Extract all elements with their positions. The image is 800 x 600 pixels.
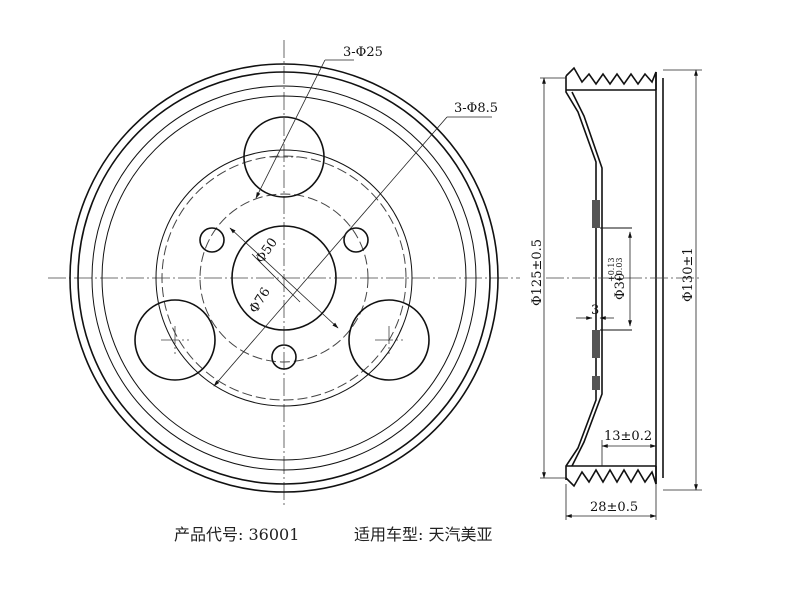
label-3-phi25: 3-Φ25 bbox=[343, 45, 383, 60]
large-hole-right bbox=[348, 299, 430, 381]
caption-product-code: 产品代号: 36001 bbox=[174, 525, 299, 544]
caption-vehicle: 适用车型: 天汽美亚 bbox=[354, 525, 492, 544]
leader-3-25 bbox=[255, 59, 326, 199]
small-hole-bottom bbox=[271, 344, 297, 370]
small-hole-left bbox=[199, 227, 225, 253]
label-phi30-upper-tol: +0.13 bbox=[607, 257, 616, 282]
dim-phi50-line bbox=[251, 253, 301, 303]
section-hatch-upper bbox=[592, 200, 600, 228]
outer-rim-inner-edge bbox=[77, 71, 491, 485]
bolt-circle-small bbox=[199, 193, 369, 363]
leader-3-8-5 bbox=[213, 116, 448, 387]
groove-line-inner bbox=[101, 95, 467, 461]
label-phi30: Φ30 bbox=[613, 273, 628, 300]
label-phi130: Φ130±1 bbox=[681, 247, 696, 302]
label-phi125: Φ125±0.5 bbox=[530, 239, 545, 306]
side-view bbox=[540, 66, 702, 520]
dim-phi76-line bbox=[229, 227, 339, 329]
small-hole-right bbox=[343, 227, 369, 253]
label-phi76: Φ76 bbox=[247, 285, 274, 316]
label-phi30-lower-tol: +0.03 bbox=[615, 257, 624, 282]
bolt-circle-large bbox=[161, 155, 407, 401]
large-hole-top bbox=[243, 116, 325, 198]
label-3-phi8-5: 3-Φ8.5 bbox=[454, 101, 498, 116]
groove-profile-top bbox=[565, 66, 657, 90]
large-hole-left bbox=[134, 299, 216, 381]
groove-profile-bottom bbox=[565, 466, 657, 488]
groove-line bbox=[91, 85, 477, 471]
label-width-28: 28±0.5 bbox=[590, 500, 638, 515]
label-phi50: Φ50 bbox=[253, 235, 281, 266]
label-depth-13: 13±0.2 bbox=[604, 429, 652, 444]
outer-rim bbox=[69, 63, 499, 493]
section-hatch-lower bbox=[592, 330, 600, 358]
label-offset-3: 3 bbox=[591, 303, 599, 318]
flange-circle bbox=[155, 149, 413, 407]
front-view bbox=[48, 40, 520, 505]
